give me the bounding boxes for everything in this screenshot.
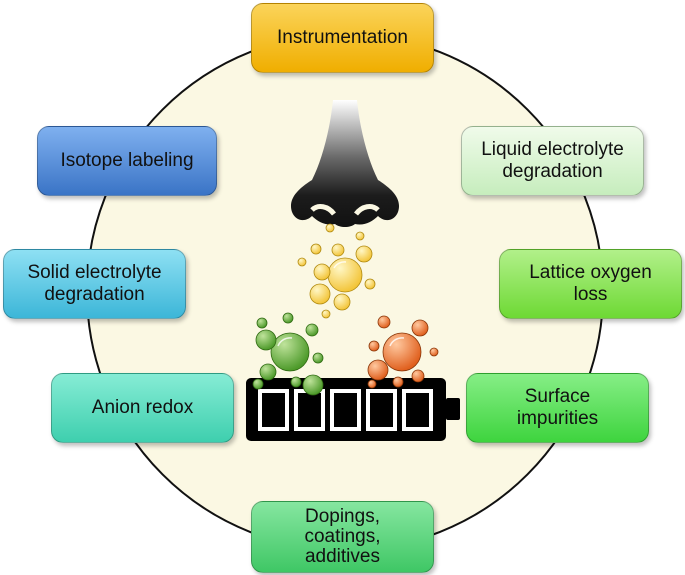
label-line: Isotope labeling	[60, 150, 194, 171]
box-dopings: Dopings, coatings, additives	[251, 501, 434, 573]
battery-icon	[246, 378, 460, 441]
label-line: Anion redox	[91, 397, 194, 418]
label-line: Liquid electrolyte	[481, 139, 624, 160]
label-line: Lattice oxygen	[529, 262, 652, 283]
label-line: coatings,	[304, 526, 381, 547]
label-line: degradation	[502, 161, 603, 182]
label-line: additives	[304, 546, 380, 567]
box-anion-redox: Anion redox	[51, 373, 234, 443]
box-lattice-oxygen: Lattice oxygen loss	[499, 249, 682, 319]
box-instrumentation: Instrumentation	[251, 3, 434, 73]
label-line: loss	[573, 284, 608, 305]
label-line: Surface	[524, 386, 591, 407]
box-isotope-labeling: Isotope labeling	[37, 126, 217, 196]
label-line: Dopings,	[304, 506, 380, 527]
yellow-bubbles	[297, 223, 376, 319]
box-liquid-electrolyte: Liquid electrolyte degradation	[461, 126, 644, 196]
nose-icon	[290, 100, 400, 227]
box-solid-electrolyte: Solid electrolyte degradation	[3, 249, 186, 319]
box-surface-impurities: Surface impurities	[466, 373, 649, 443]
label-line: Instrumentation	[277, 27, 408, 48]
label-line: impurities	[516, 408, 599, 429]
label-line: degradation	[44, 284, 145, 305]
label-line: Solid electrolyte	[27, 262, 162, 283]
